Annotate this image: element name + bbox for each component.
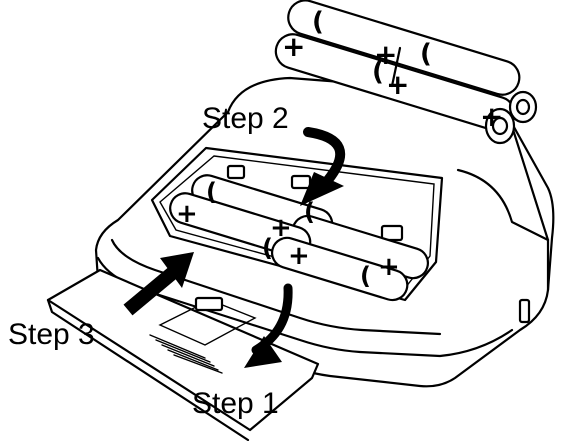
curved-arrow-down-left-icon (244, 283, 293, 368)
plus-sign: + (288, 241, 310, 271)
side-port-icon (518, 298, 531, 324)
step-1-label: Step 1 (192, 387, 279, 420)
battery-cover (46, 268, 320, 441)
loose-batteries: + + + + ( ( ( (274, 0, 538, 145)
minus-mark: ( (372, 57, 384, 87)
loose-battery (287, 0, 521, 96)
plus-sign: + (176, 199, 198, 229)
plus-sign: + (282, 30, 305, 63)
plus-sign: + (270, 213, 292, 243)
minus-mark: ( (206, 178, 217, 206)
plus-sign: + (374, 38, 397, 71)
step-3-label: Step 3 (8, 318, 95, 351)
minus-mark: ( (304, 198, 315, 226)
installed-batteries: + + + + ( ( ( ( (169, 174, 429, 302)
curved-arrow-down-icon (300, 127, 346, 206)
minus-mark: ( (360, 262, 371, 290)
plus-sign: + (386, 68, 409, 101)
plus-sign: + (480, 100, 503, 133)
installed-battery (271, 236, 409, 302)
straight-arrow-up-right-icon (123, 252, 194, 316)
plus-sign: + (378, 252, 400, 282)
step-2-label: Step 2 (202, 102, 289, 135)
minus-mark: ( (312, 7, 324, 37)
minus-mark: ( (420, 39, 432, 69)
minus-mark: ( (262, 234, 273, 262)
